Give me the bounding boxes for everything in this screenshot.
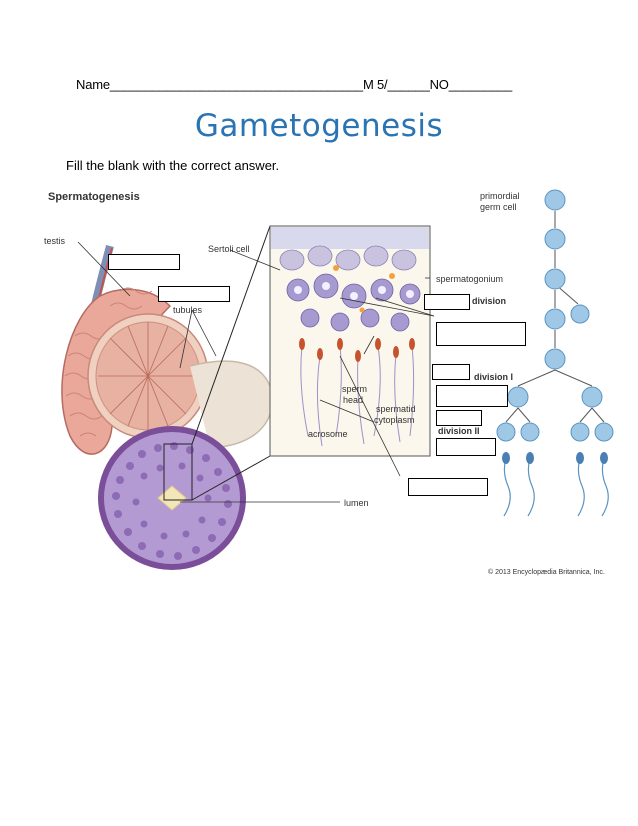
spermatogenesis-figure: Spermatogenesis [40,186,620,578]
label-lumen: lumen [344,498,369,508]
sperm-heads [299,338,415,362]
page-title: Gametogenesis [194,108,444,144]
name-field-line[interactable]: Name____________________________________… [76,77,512,92]
label-head: head [343,395,363,405]
label-primordial: primordial [480,191,520,201]
answer-blank-3[interactable] [424,294,470,310]
label-spermatogonium: spermatogonium [436,274,503,284]
leader-lines [77,241,435,503]
answer-blank-4[interactable] [436,322,526,346]
label-testis: testis [44,236,66,246]
answer-blank-9[interactable] [408,478,488,496]
label-germ-cell: germ cell [480,202,517,212]
label-acrosome: acrosome [308,429,348,439]
label-sertoli-cell: Sertoli cell [208,244,250,254]
figure-heading: Spermatogenesis [48,191,140,203]
label-division: division [472,296,506,306]
spermatogonia-row [279,245,417,271]
basement-membrane [271,227,429,249]
label-division-ii: division II [438,426,480,436]
sertoli-granules [333,265,395,313]
answer-blank-5[interactable] [432,364,470,380]
label-sperm: sperm [342,384,367,394]
zoom-line-bottom [191,455,271,501]
answer-blank-1[interactable] [108,254,180,270]
spermatogenesis-illustration: Spermatogenesis [44,189,614,576]
copyright-notice: © 2013 Encyclopædia Britannica, Inc. [488,568,605,576]
instruction-text: Fill the blank with the correct answer. [66,158,280,173]
zoom-box [163,443,193,501]
division-arrows [505,211,605,423]
spermatocytes [286,273,421,332]
answer-blank-7[interactable] [436,410,482,426]
nuclei [294,282,414,300]
zoom-line-top [191,225,271,445]
mature-sperm [503,457,609,517]
testis-septa [98,322,198,430]
label-division-i: division I [474,372,513,382]
label-tubules: tubules [173,305,203,315]
label-cytoplasm: cytoplasm [374,415,415,425]
answer-blank-6[interactable] [436,385,508,407]
sperm-tails [300,345,415,447]
answer-blank-2[interactable] [158,286,230,302]
label-spermatid: spermatid [376,404,416,414]
tubule-lumen [157,485,187,511]
mature-sperm-heads [502,452,608,464]
answer-blank-8[interactable] [436,438,496,456]
germ-cells [496,189,614,442]
